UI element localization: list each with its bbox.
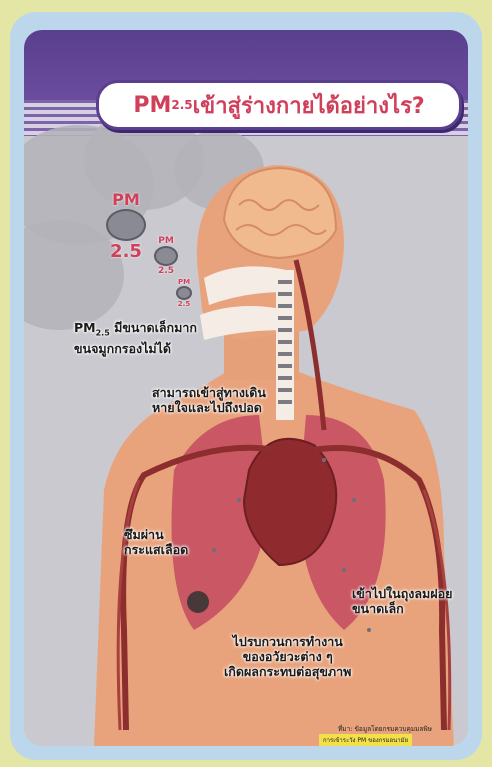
pm-mascot-medium: PM 2.5 bbox=[154, 236, 178, 276]
source-credit: ที่มา: ข้อมูลโดยกรมควบคุมมลพิษ bbox=[338, 724, 432, 734]
pm-particle-icon bbox=[106, 209, 146, 241]
footer-tag: การเข้าระวัง PM ของกรมอนามัย bbox=[319, 734, 412, 746]
particle-spot bbox=[187, 591, 209, 613]
pm-particle-icon bbox=[154, 246, 178, 266]
label-nose: PM2.5 มีขนาดเล็กมาก ขนจมูกกรองไม่ได้ bbox=[74, 320, 197, 356]
title-pm-subscript: 2.5 bbox=[171, 98, 192, 112]
pm-particle-icon bbox=[176, 286, 192, 300]
label-bloodstream: ซึมผ่านกระแสเลือด bbox=[124, 527, 188, 557]
title-pm: PM bbox=[133, 93, 171, 118]
label-organs: ไปรบกวนการทำงานของอวัยวะต่าง ๆเกิดผลกระท… bbox=[224, 634, 351, 679]
label-airway: สามารถเข้าสู่ทางเดินหายใจและไปถึงปอด bbox=[152, 385, 266, 415]
title-text: เข้าสู่ร่างกายได้อย่างไร? bbox=[193, 88, 425, 123]
brain bbox=[224, 168, 336, 258]
poster-card: PM2.5 เข้าสู่ร่างกายได้อย่างไร? PM 2.5 P… bbox=[10, 12, 482, 760]
poster-title: PM2.5 เข้าสู่ร่างกายได้อย่างไร? bbox=[96, 80, 462, 130]
label-alveoli: เข้าไปในถุงลมฝอยขนาดเล็ก bbox=[352, 586, 452, 616]
poster-panel: PM2.5 เข้าสู่ร่างกายได้อย่างไร? PM 2.5 P… bbox=[24, 30, 468, 746]
pm-mascot-large: PM 2.5 bbox=[106, 190, 146, 262]
pm-mascot-small: PM 2.5 bbox=[176, 278, 192, 308]
